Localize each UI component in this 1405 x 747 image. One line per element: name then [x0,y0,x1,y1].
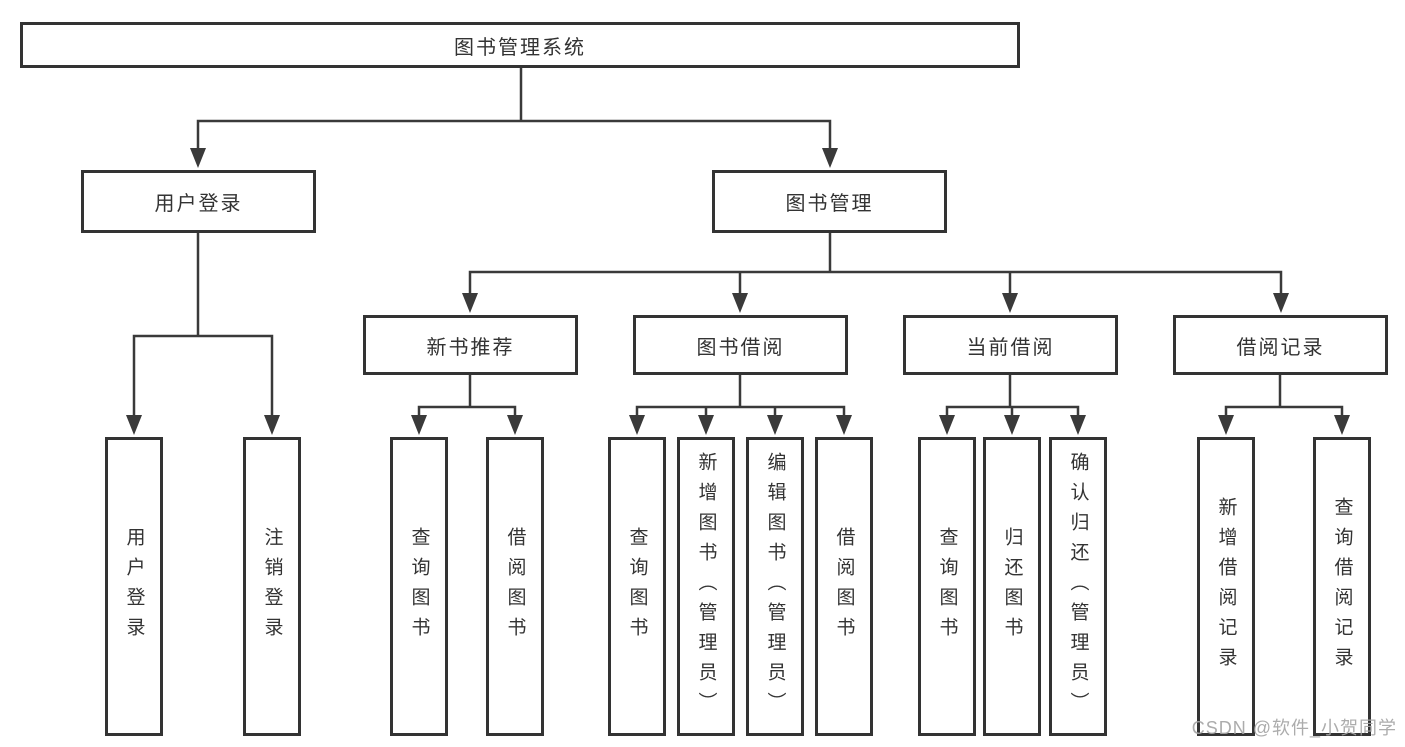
node-query-borrow-record: 查询借阅记录 [1313,437,1371,736]
node-book-management-label: 图书管理 [785,193,874,215]
node-leaf-logout-label: 注销登录 [261,526,283,647]
node-edit-book-admin-label: 编辑图书（管理员） [764,451,786,722]
node-confirm-return-admin: 确认归还（管理员） [1049,437,1107,736]
node-user-login: 用户登录 [81,170,316,233]
node-add-borrow-record-label: 新增借阅记录 [1215,496,1237,677]
node-borrow-books-bb: 借阅图书 [815,437,873,736]
node-confirm-return-admin-label: 确认归还（管理员） [1067,451,1089,722]
node-current-borrowing: 当前借阅 [903,315,1118,375]
node-new-book-recommend: 新书推荐 [363,315,578,375]
node-query-books-bb: 查询图书 [608,437,666,736]
node-edit-book-admin: 编辑图书（管理员） [746,437,804,736]
node-borrowing-records-label: 借阅记录 [1236,336,1325,359]
node-borrow-books-nb-label: 借阅图书 [504,526,526,647]
node-borrowing-records: 借阅记录 [1173,315,1388,375]
node-root-label: 图书管理系统 [454,36,586,59]
node-current-borrowing-label: 当前借阅 [966,336,1055,359]
node-query-books-bb-label: 查询图书 [626,526,648,647]
node-leaf-user-login-label: 用户登录 [123,526,145,647]
node-book-borrowing: 图书借阅 [633,315,848,375]
node-query-books-nb-label: 查询图书 [408,526,430,647]
node-borrow-books-bb-label: 借阅图书 [833,526,855,647]
watermark: CSDN @软件_小贺同学 [1191,718,1397,738]
node-add-book-admin: 新增图书（管理员） [677,437,735,736]
node-leaf-logout: 注销登录 [243,437,301,736]
node-new-book-recommend-label: 新书推荐 [426,336,515,359]
node-query-books-cb-label: 查询图书 [936,526,958,647]
node-query-books-nb: 查询图书 [390,437,448,736]
node-book-borrowing-label: 图书借阅 [696,336,785,359]
node-book-management: 图书管理 [712,170,947,233]
node-add-book-admin-label: 新增图书（管理员） [695,451,717,722]
node-query-books-cb: 查询图书 [918,437,976,736]
node-borrow-books-nb: 借阅图书 [486,437,544,736]
node-user-login-label: 用户登录 [154,193,243,215]
node-query-borrow-record-label: 查询借阅记录 [1331,496,1353,677]
node-root: 图书管理系统 [20,22,1020,68]
node-return-book-label: 归还图书 [1001,526,1023,647]
node-return-book: 归还图书 [983,437,1041,736]
node-add-borrow-record: 新增借阅记录 [1197,437,1255,736]
node-leaf-user-login: 用户登录 [105,437,163,736]
